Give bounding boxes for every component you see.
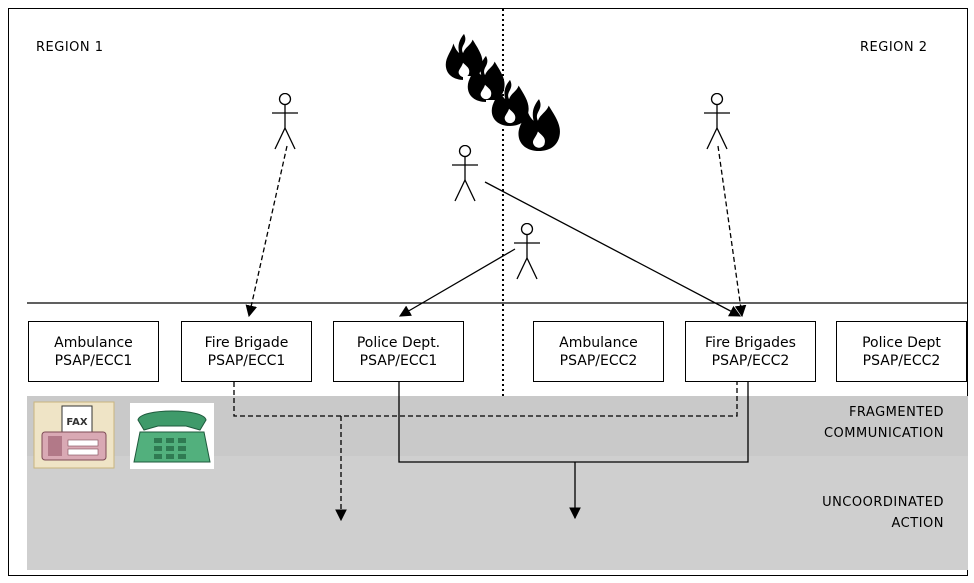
psap-fire-brigades-ecc2: Fire Brigades PSAP/ECC2 <box>685 321 816 382</box>
region-2-label: REGION 2 <box>860 40 928 55</box>
call-arrow-dashed <box>245 145 288 318</box>
dashed-link-fire-brigades <box>233 382 738 417</box>
psap-ambulance-ecc1: Ambulance PSAP/ECC1 <box>28 321 159 382</box>
person-icon <box>271 93 299 150</box>
psap-line1: Ambulance <box>559 334 638 351</box>
psap-line1: Police Dept. <box>356 334 441 351</box>
band-label-line1: FRAGMENTED <box>848 405 944 420</box>
psap-line2: PSAP/ECC1 <box>54 352 133 369</box>
psap-police-ecc2: Police Dept PSAP/ECC2 <box>836 321 967 382</box>
psap-police-ecc1: Police Dept. PSAP/ECC1 <box>333 321 464 382</box>
psap-line2: PSAP/ECC1 <box>207 352 286 369</box>
telephone-icon <box>130 403 214 469</box>
psap-fire-brigade-ecc1: Fire Brigade PSAP/ECC1 <box>181 321 312 382</box>
call-arrow-solid <box>398 248 516 317</box>
call-arrow-dashed <box>717 145 747 318</box>
fire-icon <box>442 33 560 151</box>
psap-line2: PSAP/ECC2 <box>559 352 638 369</box>
psap-line1: Fire Brigade <box>204 334 289 351</box>
solid-link-police-fire <box>398 382 749 463</box>
call-arrow-solid <box>484 181 742 317</box>
psap-line1: Police Dept <box>862 334 941 351</box>
fax-machine-icon: FAX <box>33 401 115 469</box>
psap-ambulance-ecc2: Ambulance PSAP/ECC2 <box>533 321 664 382</box>
psap-line1: Fire Brigades <box>705 334 796 351</box>
band-label-line2: COMMUNICATION <box>823 426 944 441</box>
psap-line2: PSAP/ECC2 <box>711 352 790 369</box>
region-1-label: REGION 1 <box>36 40 104 55</box>
person-icon <box>451 145 479 202</box>
band-label-line2: ACTION <box>891 516 944 531</box>
psap-line1: Ambulance <box>54 334 133 351</box>
psap-line2: PSAP/ECC2 <box>862 352 941 369</box>
uncoordinated-action-label: UNCOORDINATED ACTION <box>822 492 944 534</box>
psap-line2: PSAP/ECC1 <box>359 352 438 369</box>
diagram-frame <box>8 8 968 576</box>
person-icon <box>703 93 731 150</box>
fragmented-communication-label: FRAGMENTED COMMUNICATION <box>824 402 944 444</box>
fax-label: FAX <box>66 417 87 428</box>
uncoordinated-action-band <box>27 456 968 570</box>
band-label-line1: UNCOORDINATED <box>822 495 944 510</box>
person-icon <box>513 223 541 280</box>
